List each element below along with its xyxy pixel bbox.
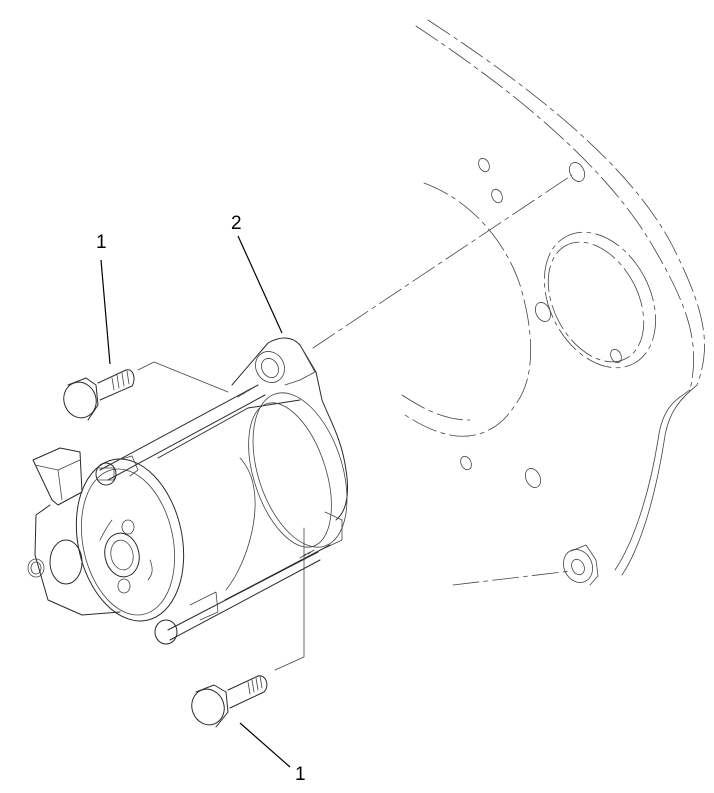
leader-line-1-upper bbox=[100, 259, 111, 365]
engine-plate bbox=[312, 19, 705, 586]
bolt-holes bbox=[460, 157, 622, 488]
callout-1-lower: 1 bbox=[295, 764, 306, 785]
leader-line-1-lower bbox=[239, 722, 291, 768]
dowel-lug bbox=[563, 544, 599, 586]
bolt-lower bbox=[191, 527, 305, 728]
starter-motor bbox=[27, 337, 349, 645]
callout-1-upper: 1 bbox=[96, 232, 107, 253]
leader-line-2 bbox=[237, 235, 283, 334]
starter-opening bbox=[543, 231, 657, 369]
bolt-upper bbox=[63, 361, 229, 421]
callout-2: 2 bbox=[231, 213, 242, 234]
